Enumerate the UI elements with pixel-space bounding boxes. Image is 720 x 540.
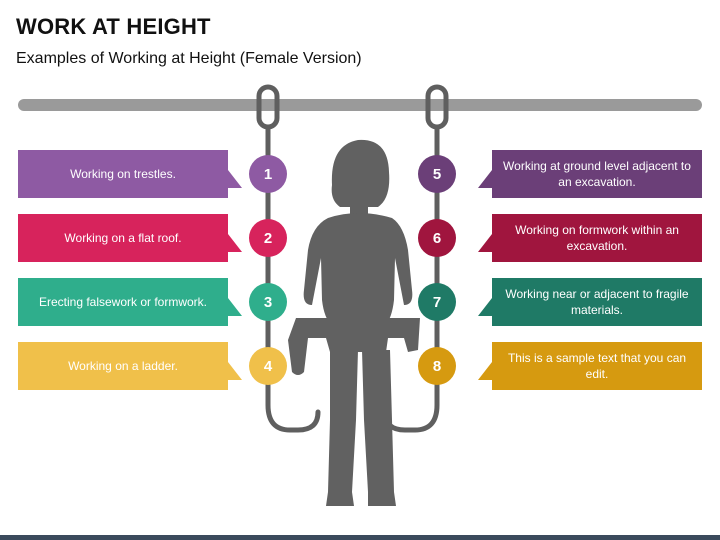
left-number-badge-2: 2: [249, 219, 287, 257]
right-number-badge-8: 8: [418, 347, 456, 385]
left-callout-1: Working on trestles.: [18, 150, 228, 198]
right-number-badge-7: 7: [418, 283, 456, 321]
left-callout-pointer-1: [228, 170, 242, 188]
left-rope: [265, 124, 321, 433]
overhead-rail: [18, 99, 702, 111]
right-number-badge-6: 6: [418, 219, 456, 257]
right-callout-pointer-8: [478, 362, 492, 380]
footer-bar: [0, 535, 720, 540]
right-number-badge-5: 5: [418, 155, 456, 193]
left-callout-pointer-2: [228, 234, 242, 252]
left-callout-pointer-4: [228, 362, 242, 380]
left-number-badge-3: 3: [249, 283, 287, 321]
left-lanyard: [256, 84, 321, 433]
left-callout-3: Erecting falsework or formwork.: [18, 278, 228, 326]
right-callout-pointer-6: [478, 234, 492, 252]
left-callout-4: Working on a ladder.: [18, 342, 228, 390]
left-callout-pointer-3: [228, 298, 242, 316]
right-callout-7: Working near or adjacent to fragile mate…: [492, 278, 702, 326]
right-callout-6: Working on formwork within an excavation…: [492, 214, 702, 262]
worker-silhouette-icon: [288, 139, 420, 506]
right-callout-5: Working at ground level adjacent to an e…: [492, 150, 702, 198]
slide-title: WORK AT HEIGHT: [16, 14, 211, 39]
left-number-badge-1: 1: [249, 155, 287, 193]
slide-subtitle: Examples of Working at Height (Female Ve…: [16, 50, 362, 67]
right-callout-8: This is a sample text that you can edit.: [492, 342, 702, 390]
left-number-badge-4: 4: [249, 347, 287, 385]
left-callout-2: Working on a flat roof.: [18, 214, 228, 262]
right-callout-pointer-7: [478, 298, 492, 316]
right-callout-pointer-5: [478, 170, 492, 188]
